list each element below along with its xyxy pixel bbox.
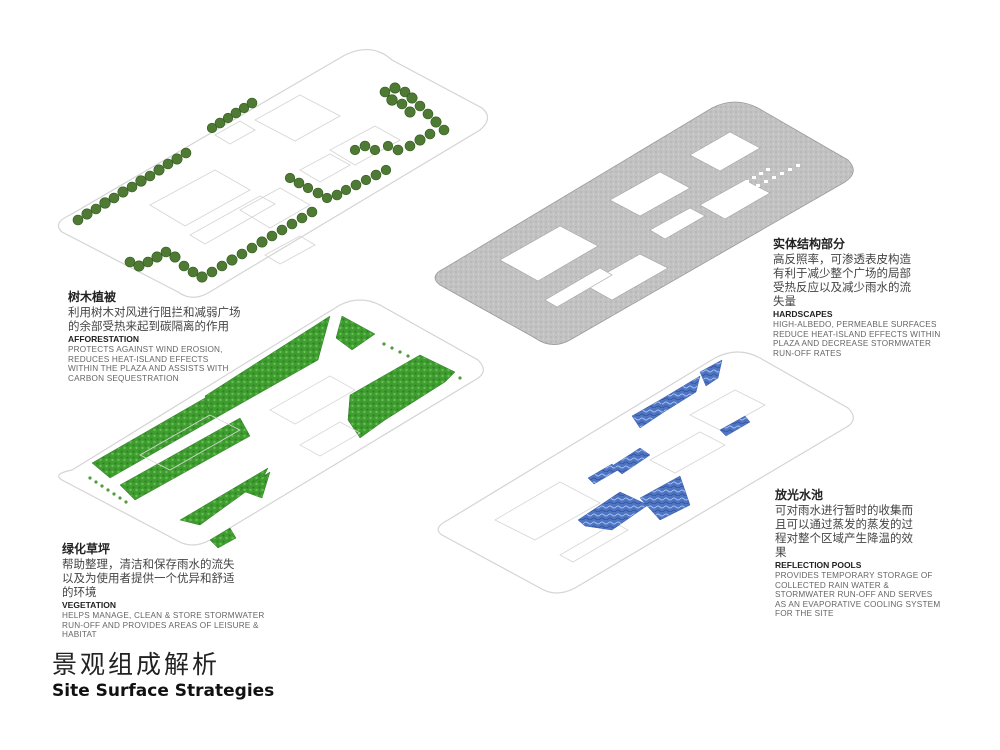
building-footprints (149, 94, 401, 265)
water-pools (577, 359, 751, 531)
caption-afforestation: 树木植被 利用树木对风进行阻拦和减弱广场 的余部受热来起到碳隔离的作用 AFFO… (68, 290, 241, 383)
site-outline (58, 299, 484, 546)
vegetation-en-line: HABITAT (62, 630, 97, 640)
plan-vegetation (58, 299, 484, 549)
caption-vegetation: 绿化草坪 帮助整理，清洁和保存雨水的流失 以及为使用者提供一个优异和舒适 的环境… (62, 542, 264, 640)
caption-hardscapes: 实体结构部分 高反照率，可渗透表皮构造 有利于减少整个广场的局部 受热反应以及减… (773, 237, 940, 358)
hardscape-surface (434, 101, 854, 345)
vegetation-zh-line: 以及为使用者提供一个优异和舒适 (62, 571, 235, 585)
grass-areas (91, 315, 456, 549)
site-outline (57, 49, 489, 298)
reflection-pools-en-line: COLLECTED RAIN WATER & (775, 580, 890, 590)
reflection-pools-zh-line: 可对雨水进行暂时的收集而 (775, 503, 913, 517)
hardscapes-en-line: PLAZA AND DECREASE STORMWATER (773, 339, 932, 349)
plan-reflection-pools (437, 351, 854, 594)
vegetation-zh-line: 帮助整理，清洁和保存雨水的流失 (62, 557, 235, 571)
reflection-pools-en-line: FOR THE SITE (775, 609, 834, 619)
hardscapes-en-line: HIGH-ALBEDO, PERMEABLE SURFACES (773, 320, 937, 329)
hardscape-stepping-pattern (745, 164, 800, 191)
reflection-pools-zh-line: 程对整个区域产生降温的效 (775, 531, 913, 545)
reflection-pools-zh-line: 果 (775, 545, 787, 559)
afforestation-en-title: AFFORESTATION (68, 334, 139, 344)
vegetation-en-title: VEGETATION (62, 600, 116, 610)
afforestation-en-line: WITHIN THE PLAZA AND ASSISTS WITH (68, 364, 229, 374)
hardscapes-en-title: HARDSCAPES (773, 309, 833, 319)
plan-afforestation (57, 49, 489, 298)
plan-hardscapes (434, 101, 854, 345)
afforestation-zh-title: 树木植被 (68, 290, 117, 304)
afforestation-en-line: REDUCES HEAT-ISLAND EFFECTS (68, 354, 209, 364)
vegetation-en-line: RUN-OFF AND PROVIDES AREAS OF LEISURE & (62, 620, 259, 630)
hardscapes-zh-line: 有利于减少整个广场的局部 (773, 266, 911, 280)
title-zh: 景观组成解析 (52, 650, 221, 679)
building-footprints (494, 389, 766, 563)
vegetation-zh-title: 绿化草坪 (62, 542, 111, 556)
afforestation-zh-line: 的余部受热来起到碳隔离的作用 (68, 319, 229, 333)
tree-rows (72, 82, 450, 283)
reflection-pools-en-line: PROVIDES TEMPORARY STORAGE OF (775, 571, 933, 580)
vegetation-en-line: HELPS MANAGE, CLEAN & STORE STORMWATER (62, 611, 265, 620)
site-footprints (139, 375, 361, 471)
hardscapes-en-line: RUN-OFF RATES (773, 348, 842, 358)
reflection-pools-en-title: REFLECTION POOLS (775, 560, 862, 570)
afforestation-zh-line: 利用树木对风进行阻拦和减弱广场 (68, 305, 241, 319)
hardscape-voids (499, 131, 771, 308)
planting-dots (88, 342, 462, 504)
reflection-pools-en-line: STORMWATER RUN-OFF AND SERVES (775, 590, 933, 600)
vegetation-zh-line: 的环境 (62, 585, 97, 599)
page-title: 景观组成解析 Site Surface Strategies (52, 650, 274, 702)
hardscapes-zh-title: 实体结构部分 (773, 237, 846, 251)
reflection-pools-zh-line: 且可以通过蒸发的蒸发的过 (775, 517, 913, 531)
site-outline (437, 351, 854, 594)
reflection-pools-en-line: AS AN EVAPORATIVE COOLING SYSTEM (775, 599, 941, 609)
title-en: Site Surface Strategies (52, 681, 275, 701)
hardscapes-zh-line: 失量 (773, 294, 796, 308)
afforestation-en-line: PROTECTS AGAINST WIND EROSION, (68, 345, 223, 354)
hardscapes-en-line: REDUCE HEAT-ISLAND EFFECTS WITHIN (773, 329, 941, 339)
hardscapes-zh-line: 高反照率，可渗透表皮构造 (773, 252, 911, 266)
afforestation-en-line: CARBON SEQUESTRATION (68, 373, 179, 383)
caption-reflection-pools: 放光水池 可对雨水进行暂时的收集而 且可以通过蒸发的蒸发的过 程对整个区域产生降… (775, 488, 940, 619)
reflection-pools-zh-title: 放光水池 (775, 488, 824, 502)
hardscapes-zh-line: 受热反应以及减少雨水的流 (773, 280, 911, 294)
